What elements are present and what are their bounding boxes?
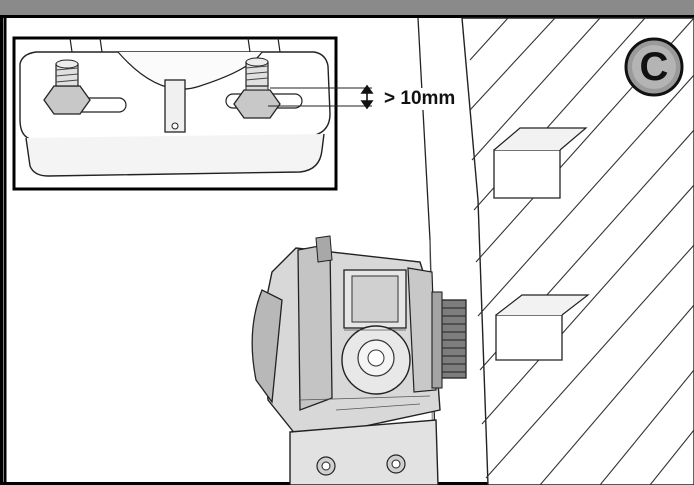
base-plate-side [25,133,325,177]
header-bar [0,0,694,16]
motor-cylinder [341,325,411,395]
gate-leaf [461,17,694,485]
mounting-base-plate [289,419,439,485]
bolt-right [233,57,281,119]
step-badge-letter: C [639,44,669,89]
drive-pinion [431,291,467,389]
bolt-left [43,59,91,115]
motor-cover-side [251,289,283,404]
motor-cover-front [297,243,333,411]
dimension-arrow-icon [360,84,374,110]
gear-motor [251,235,467,485]
step-badge [624,37,684,97]
clearance-measurement-label: > 10mm [381,88,459,110]
dimension-marker [268,87,372,107]
detail-inset [12,36,372,191]
gate-crossbar-upper [493,127,588,199]
bracket-tab [164,79,186,133]
gate-crossbar-lower [495,294,590,361]
